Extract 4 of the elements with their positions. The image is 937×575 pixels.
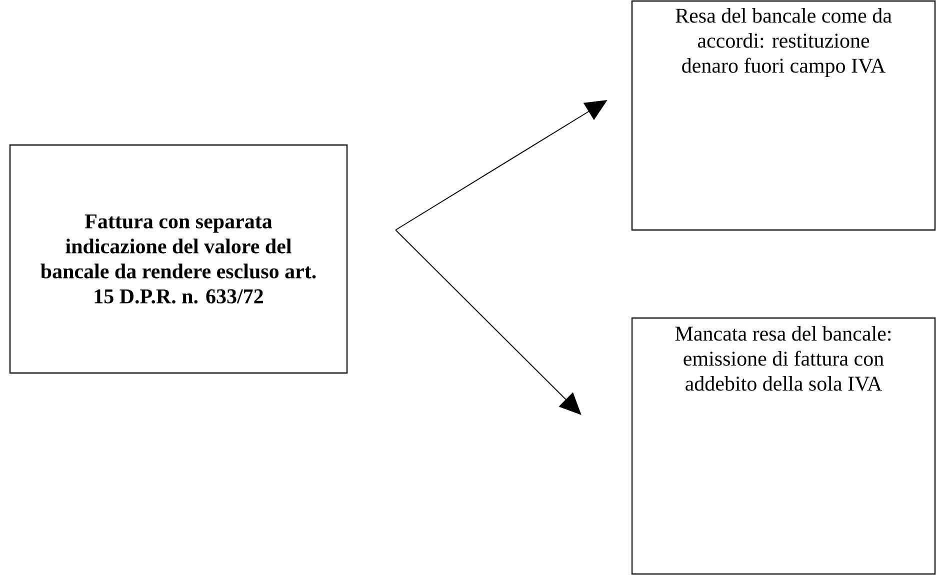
text-box: Mancata resa del bancale: emissione di fattura con addebito della sola IVA (631, 317, 936, 575)
text-box: Fattura con separata indicazione del valore del bancale da rendere escluso art. 15 D.P.R. n. 633/72 (9, 144, 348, 374)
arrow (395, 230, 582, 415)
text-box: Resa del bancale come da accordi: restituzione denaro fuori campo IVA (631, 0, 936, 231)
